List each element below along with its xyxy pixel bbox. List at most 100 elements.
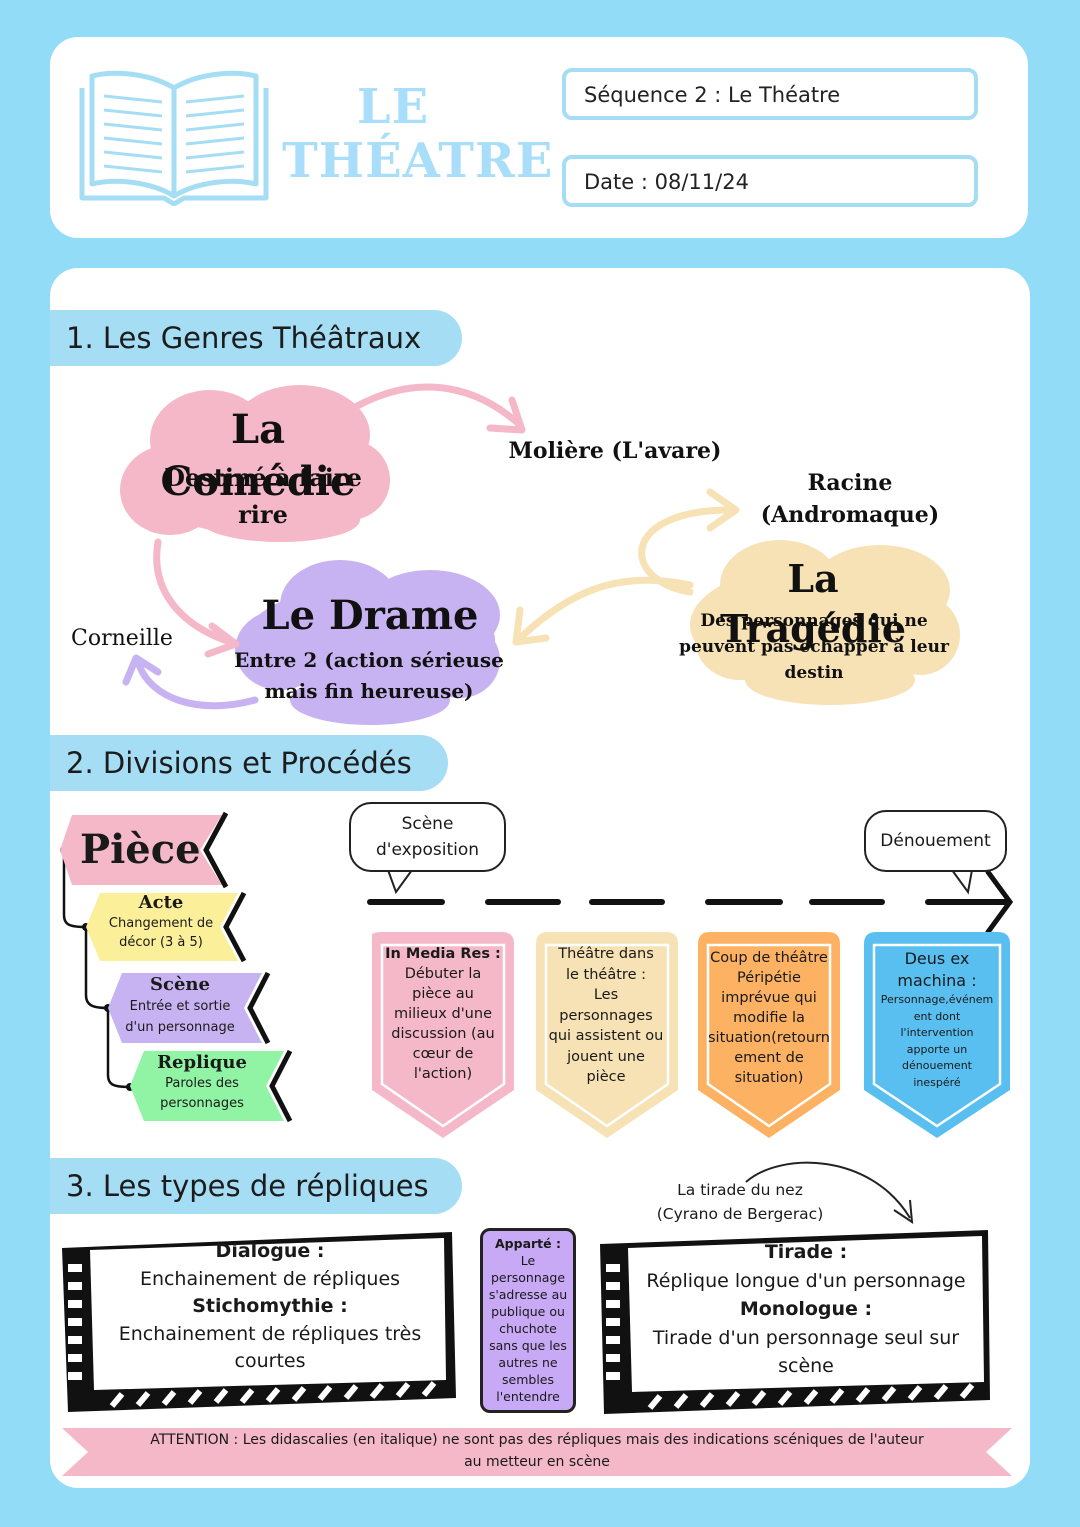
pill-title: Théâtre dans — [558, 946, 654, 962]
arrow-icon — [745, 1161, 914, 1224]
stichomythie-desc-2: courtes — [234, 1350, 306, 1372]
pill-line: dénouement — [902, 1059, 972, 1072]
coup-de-theatre-text: Coup de théâtre Péripétie imprévue qui m… — [702, 948, 836, 1088]
pill-line: l'intervention — [900, 1026, 974, 1039]
aparte-line: publique ou — [491, 1304, 565, 1319]
replique-title: Replique — [157, 1052, 247, 1073]
aparte-title: Apparté : — [495, 1236, 561, 1251]
drame-cloud — [235, 560, 500, 725]
open-book-icon — [79, 70, 269, 206]
stichomythie-title: Stichomythie : — [192, 1295, 348, 1317]
attention-line-2: au metteur en scène — [464, 1454, 610, 1470]
tragedie-author-line-1: Racine — [807, 470, 893, 496]
acte-title: Acte — [138, 892, 184, 913]
pill-title: In Media Res : — [385, 946, 501, 962]
tirade-title: Tirade : — [764, 1241, 848, 1263]
tragedie-author-line-2: (Andromaque) — [760, 502, 940, 528]
pill-line: pièce au — [412, 986, 474, 1002]
pill-line: Les — [593, 987, 619, 1003]
tirade-note: La tirade du nez (Cyrano de Bergerac) — [640, 1178, 840, 1226]
drame-line-2: mais fin heureuse) — [264, 679, 474, 703]
section-2-title: 2. Divisions et Procédés — [50, 735, 448, 791]
stichomythie-desc-1: Enchainement de répliques très — [118, 1322, 422, 1345]
drame-title: Le Drame — [261, 592, 479, 639]
monologue-desc-2: scène — [778, 1355, 834, 1377]
coup-theatre-pill — [698, 932, 840, 1138]
pill-line: apporte un — [906, 1042, 968, 1056]
attention-ribbon-shape — [62, 1428, 1012, 1476]
pill-line: pièce — [586, 1069, 626, 1085]
divisions-tree — [60, 811, 293, 1123]
pill-line: situation(retourn — [708, 1030, 830, 1046]
pill-line: ement de — [734, 1050, 804, 1066]
deus-ex-machina-text: Deus ex machina : Personnage,événem ent … — [868, 948, 1006, 1091]
pill-line: Débuter la — [404, 966, 482, 982]
pill-line: milieux d'une — [393, 1006, 492, 1022]
pill-line: ent dont — [913, 1009, 961, 1023]
monologue-title: Monologue : — [739, 1298, 873, 1320]
denouement-bubble: Dénouement — [864, 810, 1007, 872]
tragedie-line-3: destin — [784, 663, 844, 683]
film-frames — [62, 1230, 990, 1414]
pill-line: imprévue qui — [721, 990, 817, 1006]
acte-line-2: décor (3 à 5) — [119, 935, 203, 950]
pill-title: Deus ex — [904, 949, 970, 968]
scene-exposition-bubble: Scène d'exposition — [349, 802, 506, 872]
comedie-line-1: Destiné à faire — [164, 463, 362, 492]
genres-diagram — [120, 383, 960, 725]
pill-line: inespéré — [913, 1075, 961, 1089]
aparte-line: chuchote — [499, 1321, 557, 1336]
dialogue-title: Dialogue : — [215, 1240, 325, 1262]
replique-line-1: Paroles des — [165, 1076, 239, 1091]
drame-author: Corneille — [71, 626, 173, 651]
scene-line-1: Entrée et sortie — [129, 999, 231, 1014]
pill-title: le théâtre : — [566, 966, 646, 983]
theatre-dans-theatre-text: Théâtre dans le théâtre : Les personnage… — [540, 944, 672, 1088]
pill-line: Péripétie — [737, 970, 801, 986]
attention-note: ATTENTION : Les didascalies (en italique… — [90, 1429, 984, 1473]
aparte-line: Le — [520, 1253, 536, 1268]
title-line-1: LE — [356, 79, 430, 135]
drame-line-1: Entre 2 (action sérieuse — [234, 648, 504, 672]
comedie-title: La Comédie — [160, 406, 356, 505]
pill-line: cœur de — [412, 1046, 474, 1062]
scene-line-2: d'un personnage — [125, 1020, 235, 1035]
comedie-cloud — [120, 385, 390, 542]
pill-line: discussion (au — [391, 1026, 495, 1042]
aparte-line: s'adresse au — [488, 1287, 568, 1302]
aparte-line: sans que les — [489, 1338, 567, 1353]
pill-title: Coup de théâtre — [710, 950, 828, 966]
monologue-desc-1: Tirade d'un personnage seul sur — [652, 1326, 960, 1349]
tragedie-cloud — [690, 540, 960, 705]
pill-title: machina : — [897, 971, 977, 990]
sequence-box: Séquence 2 : Le Théatre — [562, 68, 978, 120]
timeline — [367, 869, 1014, 1138]
attention-line-1: ATTENTION : Les didascalies (en italique… — [150, 1432, 924, 1448]
theatre-pill — [536, 932, 678, 1138]
pill-line: jouent une — [567, 1048, 645, 1065]
comedie-line-2: rire — [238, 500, 288, 529]
tragedie-line-1: Des personnages qui ne — [700, 611, 928, 631]
page-title: LE THÉATRE — [282, 79, 552, 188]
date-box: Date : 08/11/24 — [562, 155, 978, 207]
tirade-block: Tirade : Réplique longue d'un personnage… — [636, 1238, 976, 1381]
replique-line-2: personnages — [160, 1096, 244, 1111]
scene-tag: Scène Entrée et sortie d'un personnage — [116, 974, 244, 1038]
tirade-desc: Réplique longue d'un personnage — [646, 1269, 966, 1292]
pill-line: personnages — [559, 1007, 653, 1024]
in-media-res-pill — [372, 932, 514, 1138]
pill-line: modifie la — [733, 1010, 805, 1026]
bubble-start-line-2: d'exposition — [375, 840, 480, 860]
aparte-box: Apparté : Le personnage s'adresse au pub… — [480, 1228, 576, 1413]
comedie-author: Molière (L'avare) — [508, 438, 722, 464]
acte-line-1: Changement de — [108, 916, 214, 931]
dialogue-desc: Enchainement de répliques — [139, 1267, 401, 1290]
pill-line: Personnage,événem — [880, 993, 994, 1006]
dialogue-block: Dialogue : Enchainement de répliques Sti… — [100, 1238, 440, 1376]
tirade-note-line-2: (Cyrano de Bergerac) — [656, 1205, 824, 1223]
pill-line: situation) — [734, 1070, 804, 1086]
section-3-title: 3. Les types de répliques — [50, 1158, 462, 1214]
piece-label: Pièce — [80, 826, 201, 873]
pill-line: qui assistent ou — [548, 1028, 664, 1044]
bubble-start-line-1: Scène — [401, 814, 454, 834]
